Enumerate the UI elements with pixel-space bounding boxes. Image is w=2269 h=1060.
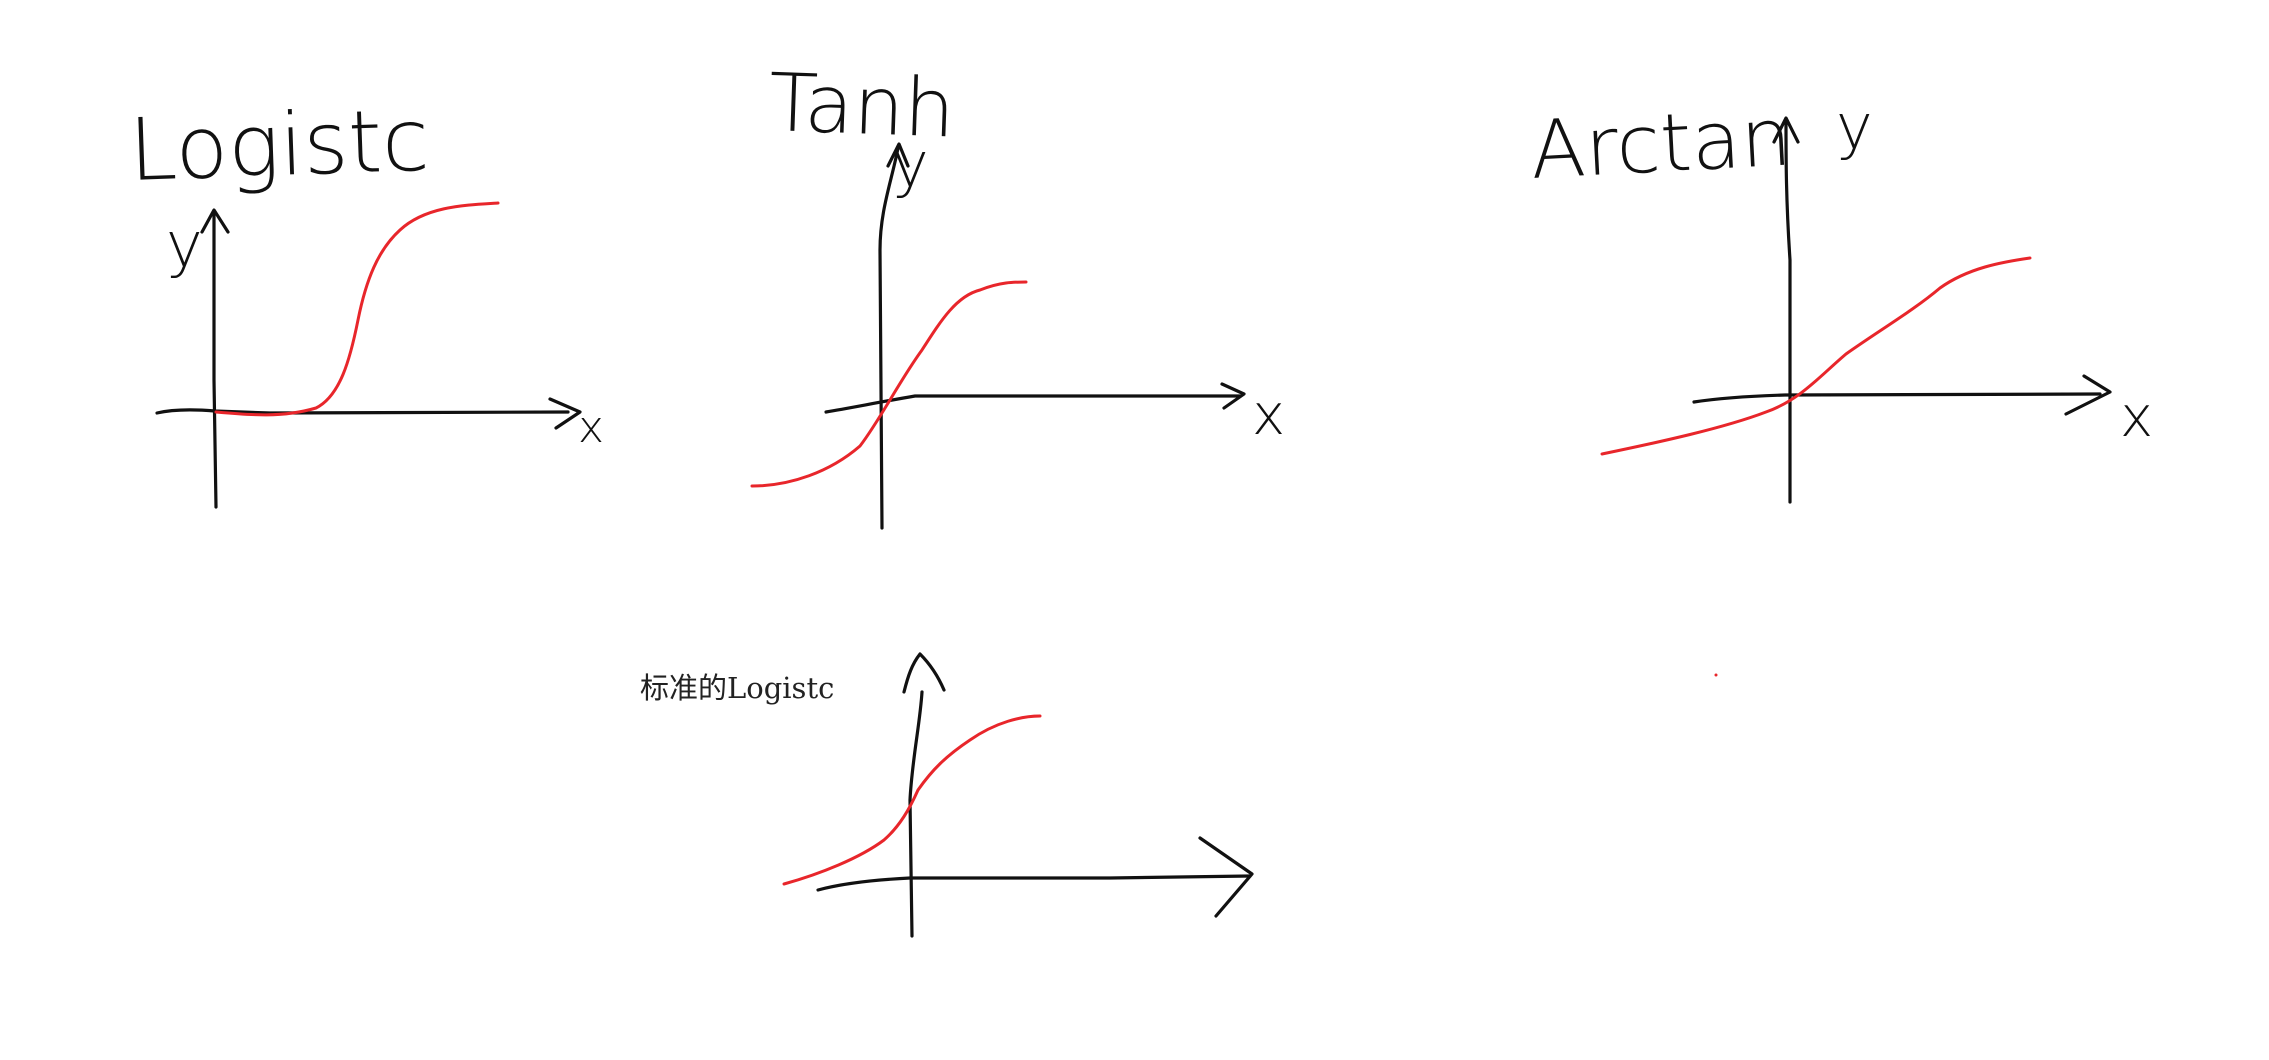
logistic-y-label: y (166, 208, 203, 281)
stray-dot (1714, 673, 1718, 677)
logistic-x-arrowhead (548, 397, 582, 430)
tanh-y-label: y (892, 128, 929, 201)
tanh-curve (750, 280, 1028, 488)
standard-logistic-title: 标准的Logistc (640, 671, 834, 705)
tanh-y-axis (878, 146, 900, 530)
logistic-sketch: Logistc y x (127, 91, 604, 509)
arctan-y-label: y (1836, 90, 1873, 163)
arctan-title: Arctan (1528, 90, 1793, 197)
arctan-y-arrowhead (1772, 116, 1800, 144)
logistic-title: Logistc (127, 91, 431, 201)
logistic-curve (214, 201, 500, 417)
logistic-y-arrowhead (200, 208, 230, 234)
arctan-x-axis (1692, 392, 2102, 404)
logistic-y-axis (212, 211, 218, 509)
standard-logistic-y-arrowhead (902, 652, 946, 694)
logistic-x-label: x (578, 402, 604, 453)
tanh-sketch: Tanh y x (750, 56, 1285, 530)
standard-logistic-y-axis (908, 690, 924, 938)
standard-logistic-sketch: 标准的Logistc (640, 652, 1254, 938)
tanh-y-arrowhead (886, 142, 910, 168)
standard-logistic-curve (782, 714, 1042, 886)
standard-logistic-x-axis (816, 874, 1252, 892)
tanh-x-axis (824, 394, 1242, 414)
arctan-y-axis (1784, 120, 1792, 504)
arctan-curve (1600, 256, 2032, 456)
tanh-title: Tanh (767, 56, 956, 155)
arctan-x-label: x (2120, 385, 2153, 450)
tanh-x-label: x (1252, 383, 1285, 448)
arctan-x-arrowhead (2064, 374, 2112, 416)
tanh-x-arrowhead (1220, 382, 1246, 410)
arctan-sketch: Arctan y x (1528, 90, 2153, 504)
standard-logistic-x-arrowhead (1198, 836, 1254, 918)
